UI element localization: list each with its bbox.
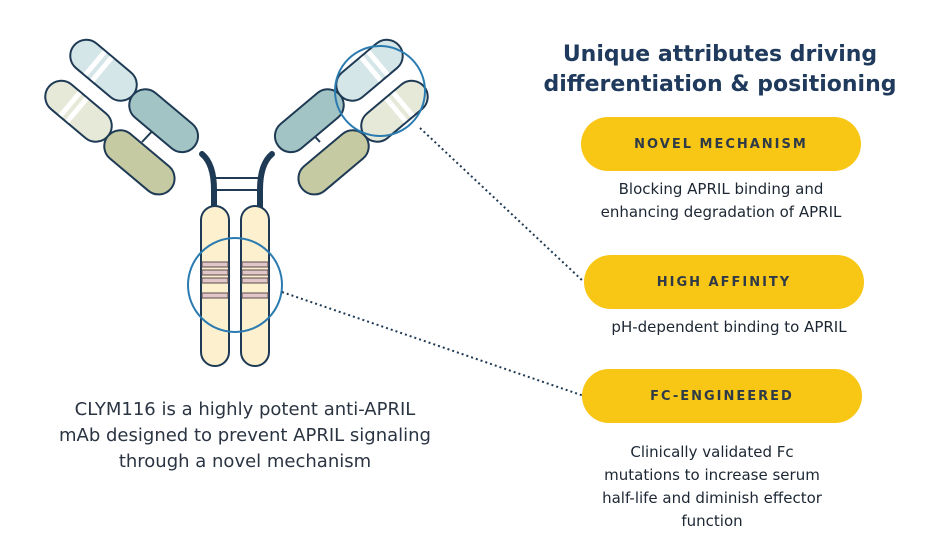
left-heavy-cdr-stripe [90, 55, 114, 83]
left-heavy-constant [128, 88, 200, 154]
attributes-heading: Unique attributes driving differentiatio… [540, 40, 900, 100]
left-heavy-chain [69, 38, 200, 154]
fc-highlight-circle [187, 237, 283, 333]
badge-label: FC-ENGINEERED [650, 388, 794, 404]
hinge [199, 151, 275, 213]
novel-mechanism-description: Blocking APRIL binding and enhancing deg… [561, 178, 881, 224]
fc-stripe [241, 277, 269, 284]
fc-stripe [241, 269, 269, 276]
description-line: pH-dependent binding to APRIL [611, 318, 847, 336]
right-heavy-chain [273, 38, 404, 154]
caption-line-3: through a novel mechanism [118, 451, 372, 472]
right-light-cdr-stripe [391, 91, 415, 118]
connector-fab-to-high-affinity [419, 127, 585, 283]
description-line: Blocking APRIL binding and [618, 180, 824, 198]
fc-engineered-badge: FC-ENGINEERED [582, 369, 862, 423]
description-line: Clinically validated Fc [630, 443, 794, 461]
right-light-chain [297, 79, 429, 196]
right-light-cdr-stripe [384, 96, 408, 124]
description-line: mutations to increase serum [604, 466, 820, 484]
fc-stripe [201, 261, 229, 268]
fc-stripe [201, 277, 229, 284]
left-light-cdr-stripe [58, 91, 82, 118]
fc-mutation-stripes [201, 261, 269, 299]
description-line: function [681, 512, 743, 530]
right-heavy-cdr-stripe [366, 50, 390, 77]
fc-stripe [201, 269, 229, 276]
fab-highlight-circle [334, 45, 426, 137]
left-light-constant [103, 129, 176, 196]
left-hinge-arm [199, 151, 217, 213]
right-hinge-arm [257, 151, 275, 213]
description-line: half-life and diminish effector [602, 489, 822, 507]
badge-label: HIGH AFFINITY [656, 274, 792, 290]
description-line: enhancing degradation of APRIL [600, 203, 842, 221]
heading-line-1: Unique attributes driving [562, 42, 878, 67]
left-light-cdr-stripe [65, 96, 89, 124]
fc-engineered-description: Clinically validated Fc mutations to inc… [552, 441, 872, 533]
left-fc-chain [200, 205, 230, 367]
left-light-chain [44, 79, 176, 196]
right-heavy-cdr-stripe [359, 55, 383, 83]
connector-fc-to-fc-engineered [281, 291, 585, 397]
high-affinity-badge: HIGH AFFINITY [584, 255, 864, 309]
novel-mechanism-badge: NOVEL MECHANISM [581, 117, 861, 171]
fc-stripe [241, 261, 269, 268]
caption-line-2: mAb designed to prevent APRIL signaling [59, 425, 431, 446]
heading-line-2: differentiation & positioning [543, 72, 897, 97]
fc-stripe [241, 292, 269, 299]
antibody-caption: CLYM116 is a highly potent anti-APRIL mA… [30, 397, 460, 475]
high-affinity-description: pH-dependent binding to APRIL [569, 316, 889, 339]
caption-line-1: CLYM116 is a highly potent anti-APRIL [74, 399, 416, 420]
left-heavy-cdr-stripe [83, 50, 107, 77]
badge-label: NOVEL MECHANISM [634, 136, 808, 152]
fc-stripe [201, 292, 229, 299]
right-fc-chain [240, 205, 270, 367]
